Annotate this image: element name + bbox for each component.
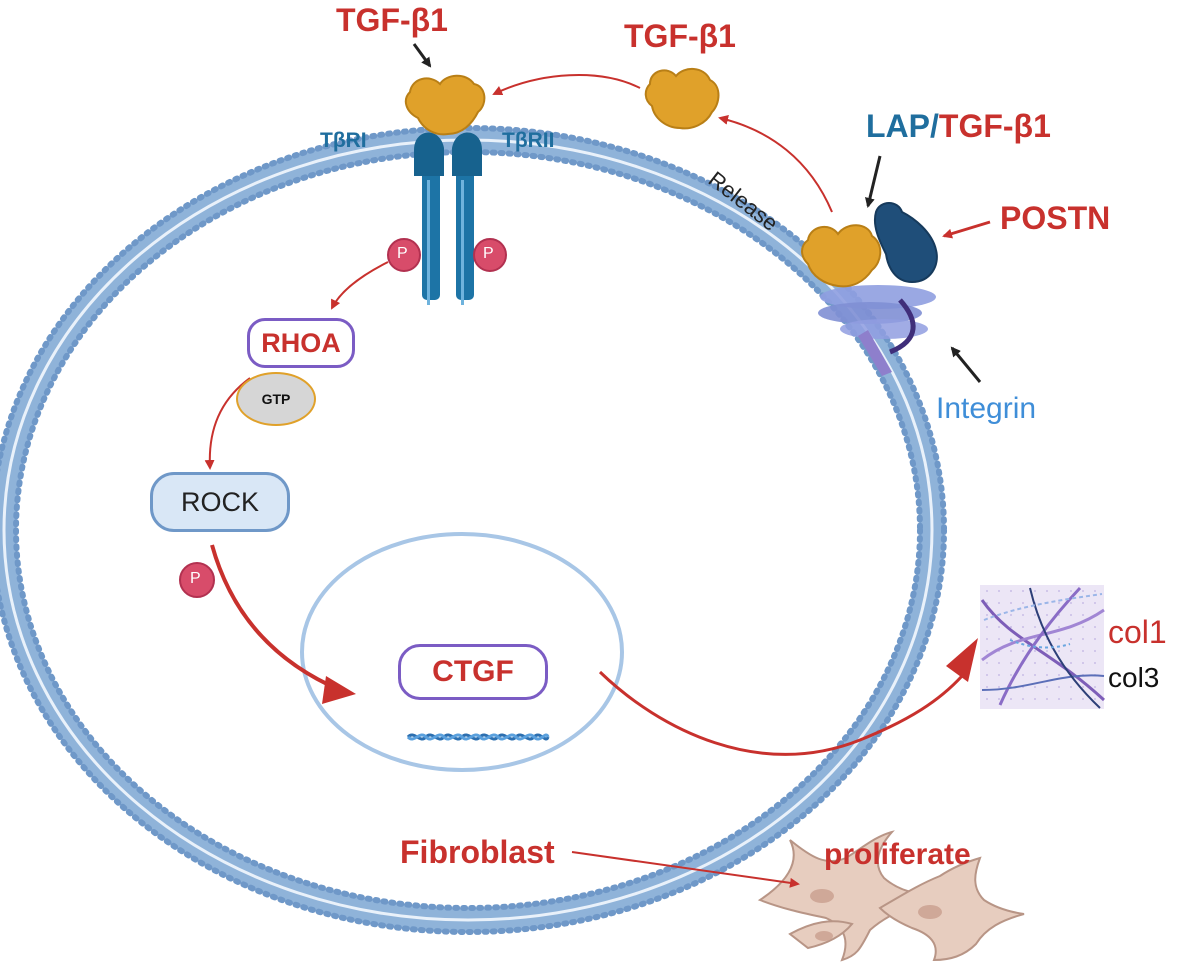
label-lap-tgf-beta1: LAP/TGF-β1 <box>866 110 1051 142</box>
ctgf-node: CTGF <box>398 644 548 700</box>
gtp-node: GTP <box>236 372 316 426</box>
tgf-beta1-ligand-icon <box>404 74 486 136</box>
label-col3: col3 <box>1108 662 1160 693</box>
postn-icon <box>874 202 938 284</box>
tgf-beta1-ligand-icon <box>801 224 882 288</box>
phospho-icon <box>179 562 215 598</box>
rock-node: ROCK <box>150 472 290 532</box>
arrows <box>204 43 991 888</box>
label-tgf-beta1-bound: TGF-β1 <box>336 2 448 38</box>
phospho-icon <box>473 238 507 272</box>
phospho-label: P <box>190 570 201 587</box>
dna-icon <box>406 733 550 741</box>
label-tbri: TβRI <box>320 129 367 152</box>
phospho-icon <box>387 238 421 272</box>
integrin-icon <box>818 285 936 376</box>
label-tgf-beta1-free: TGF-β1 <box>624 18 736 54</box>
label-lap: LAP <box>866 108 930 144</box>
phospho-label: P <box>397 245 408 262</box>
receptor-icon <box>414 132 482 305</box>
label-tgf-beta1-lap: TGF-β1 <box>938 108 1051 144</box>
label-integrin: Integrin <box>936 392 1037 425</box>
label-col1: col1 <box>1108 614 1167 650</box>
tgf-beta1-ligand-icon <box>644 68 720 130</box>
collagen-fibers-icon <box>980 585 1106 709</box>
rhoa-node: RHOA <box>247 318 355 368</box>
label-fibroblast: Fibroblast <box>400 834 555 870</box>
phospho-label: P <box>483 245 494 262</box>
fibroblast-cell-icon <box>757 830 1025 962</box>
label-postn: POSTN <box>1000 200 1111 236</box>
label-slash: / <box>930 108 939 144</box>
label-tbrii: TβRII <box>502 129 555 152</box>
label-proliferate: proliferate <box>824 838 971 871</box>
